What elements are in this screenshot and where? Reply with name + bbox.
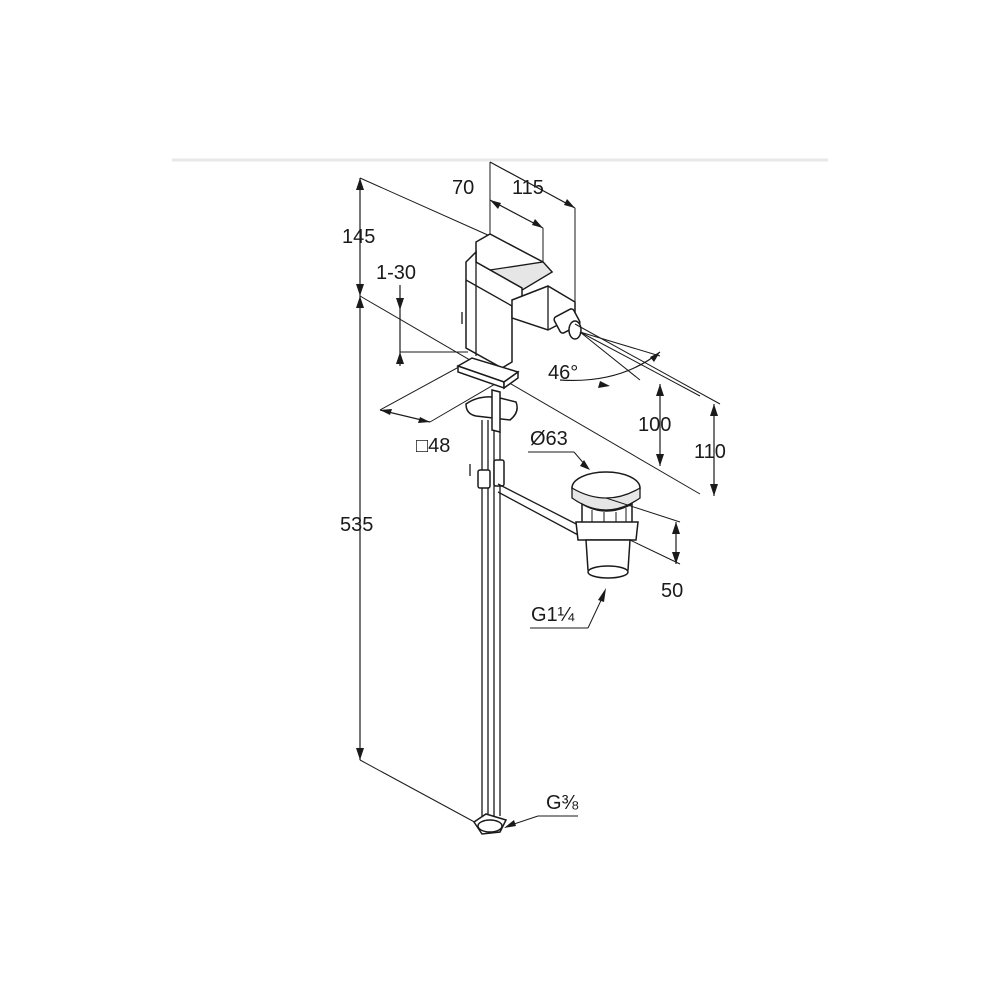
label-145: 145 <box>342 226 375 248</box>
label-1-30: 1-30 <box>376 262 416 284</box>
waste-diameter-leader <box>528 451 590 470</box>
mounting-hardware <box>465 389 518 835</box>
popup-rod <box>497 483 585 537</box>
label-535: 535 <box>340 514 373 536</box>
supply-thread-leader <box>504 815 578 828</box>
spout-height-dimensions <box>574 323 721 496</box>
label-g1-quarter: G1¼ <box>531 604 575 626</box>
base-square-dimension <box>379 361 503 423</box>
label-diameter-63: Ø63 <box>530 428 568 450</box>
waste-depth-dimension <box>605 497 681 565</box>
label-115: 115 <box>512 177 544 199</box>
label-base-square: □48 <box>416 435 450 457</box>
label-g3-8: G⅜ <box>546 792 579 814</box>
left-vertical-dimension <box>356 177 701 826</box>
label-110: 110 <box>694 441 726 463</box>
top-dimensions <box>489 161 576 320</box>
label-50: 50 <box>661 580 683 602</box>
label-46-degrees: 46° <box>548 362 578 384</box>
spray-angle-dimension <box>559 331 701 397</box>
deck-thickness-dimension <box>396 285 468 366</box>
waste-thread-leader <box>530 588 606 629</box>
faucet-body <box>456 233 582 390</box>
label-100: 100 <box>638 414 671 436</box>
label-70: 70 <box>452 177 474 199</box>
waste-valve <box>571 471 641 579</box>
